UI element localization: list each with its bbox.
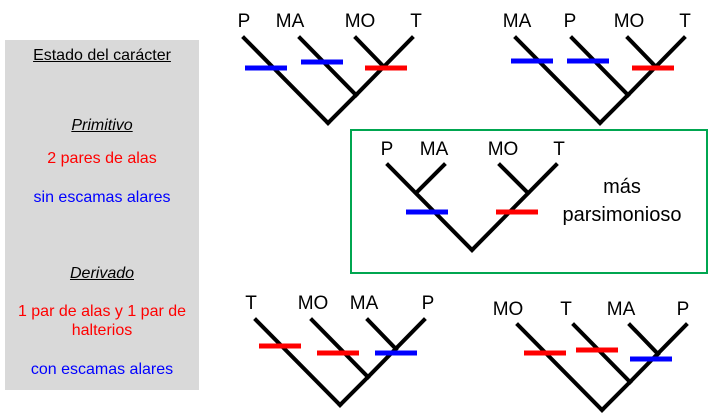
tree-branch xyxy=(571,322,633,385)
taxon-label: P xyxy=(422,293,435,314)
most-parsimonious-highlight xyxy=(350,129,708,274)
character-state-legend: Estado del carácter Primitivo 2 pares de… xyxy=(5,40,199,390)
taxon-label: T xyxy=(553,139,565,160)
legend-title: Estado del carácter xyxy=(33,47,171,64)
tree-branch xyxy=(599,379,633,413)
tree-branch xyxy=(297,35,359,98)
tree-branch xyxy=(625,35,659,70)
tree-branch xyxy=(325,92,359,126)
taxon-label: MO xyxy=(345,11,376,32)
taxon-label: MO xyxy=(298,293,329,314)
taxon-label: MA xyxy=(420,139,449,160)
legend-derived-trait: 1 par de alas y 1 par de halterios xyxy=(17,303,187,339)
legend-derived-heading: Derivado xyxy=(69,265,135,282)
cladogram-tree: MA P MO T xyxy=(503,11,691,126)
taxon-label: P xyxy=(381,139,394,160)
taxon-label: MO xyxy=(488,139,519,160)
tree-branch xyxy=(309,317,371,380)
cladogram-tree: MO T MA P xyxy=(493,299,690,413)
tree-branch xyxy=(365,317,427,380)
legend-primitive-trait: 2 pares de alas xyxy=(47,150,157,167)
legend-derived-trait: con escamas alares xyxy=(30,361,174,378)
tree-branch xyxy=(353,35,387,70)
tree-branch xyxy=(515,322,605,413)
legend-primitive-trait: sin escamas alares xyxy=(33,189,171,206)
legend-primitive-heading: Primitivo xyxy=(71,117,133,134)
tree-branch xyxy=(497,162,531,196)
taxon-label: P xyxy=(564,11,577,32)
parsimony-note: parsimonioso xyxy=(563,204,682,226)
taxon-label: MO xyxy=(614,11,645,32)
tree-branch xyxy=(253,317,343,408)
taxon-label: MA xyxy=(350,293,379,314)
tree-branch xyxy=(365,317,399,352)
taxon-label: T xyxy=(679,11,691,32)
taxon-label: P xyxy=(677,299,690,320)
tree-branch xyxy=(337,374,371,408)
taxon-label: T xyxy=(560,299,572,320)
parsimony-note: más xyxy=(603,176,641,198)
cladogram-tree: T MO MA P xyxy=(245,293,435,408)
taxon-label: T xyxy=(410,11,422,32)
tree-branch xyxy=(627,322,661,357)
taxon-label: MA xyxy=(607,299,636,320)
tree-branch xyxy=(569,35,631,98)
taxon-label: MA xyxy=(503,11,532,32)
tree-branch xyxy=(241,35,331,126)
tree-branch xyxy=(469,162,559,253)
taxon-label: MA xyxy=(276,11,305,32)
tree-branch xyxy=(413,162,447,196)
tree-branch xyxy=(385,162,475,253)
taxon-label: P xyxy=(238,11,251,32)
cladogram-tree: P MA MO T xyxy=(238,11,422,126)
tree-branch xyxy=(513,35,603,126)
taxon-label: MO xyxy=(493,299,524,320)
tree-branch xyxy=(627,322,689,385)
taxon-label: T xyxy=(245,293,257,314)
tree-branch xyxy=(597,92,631,126)
